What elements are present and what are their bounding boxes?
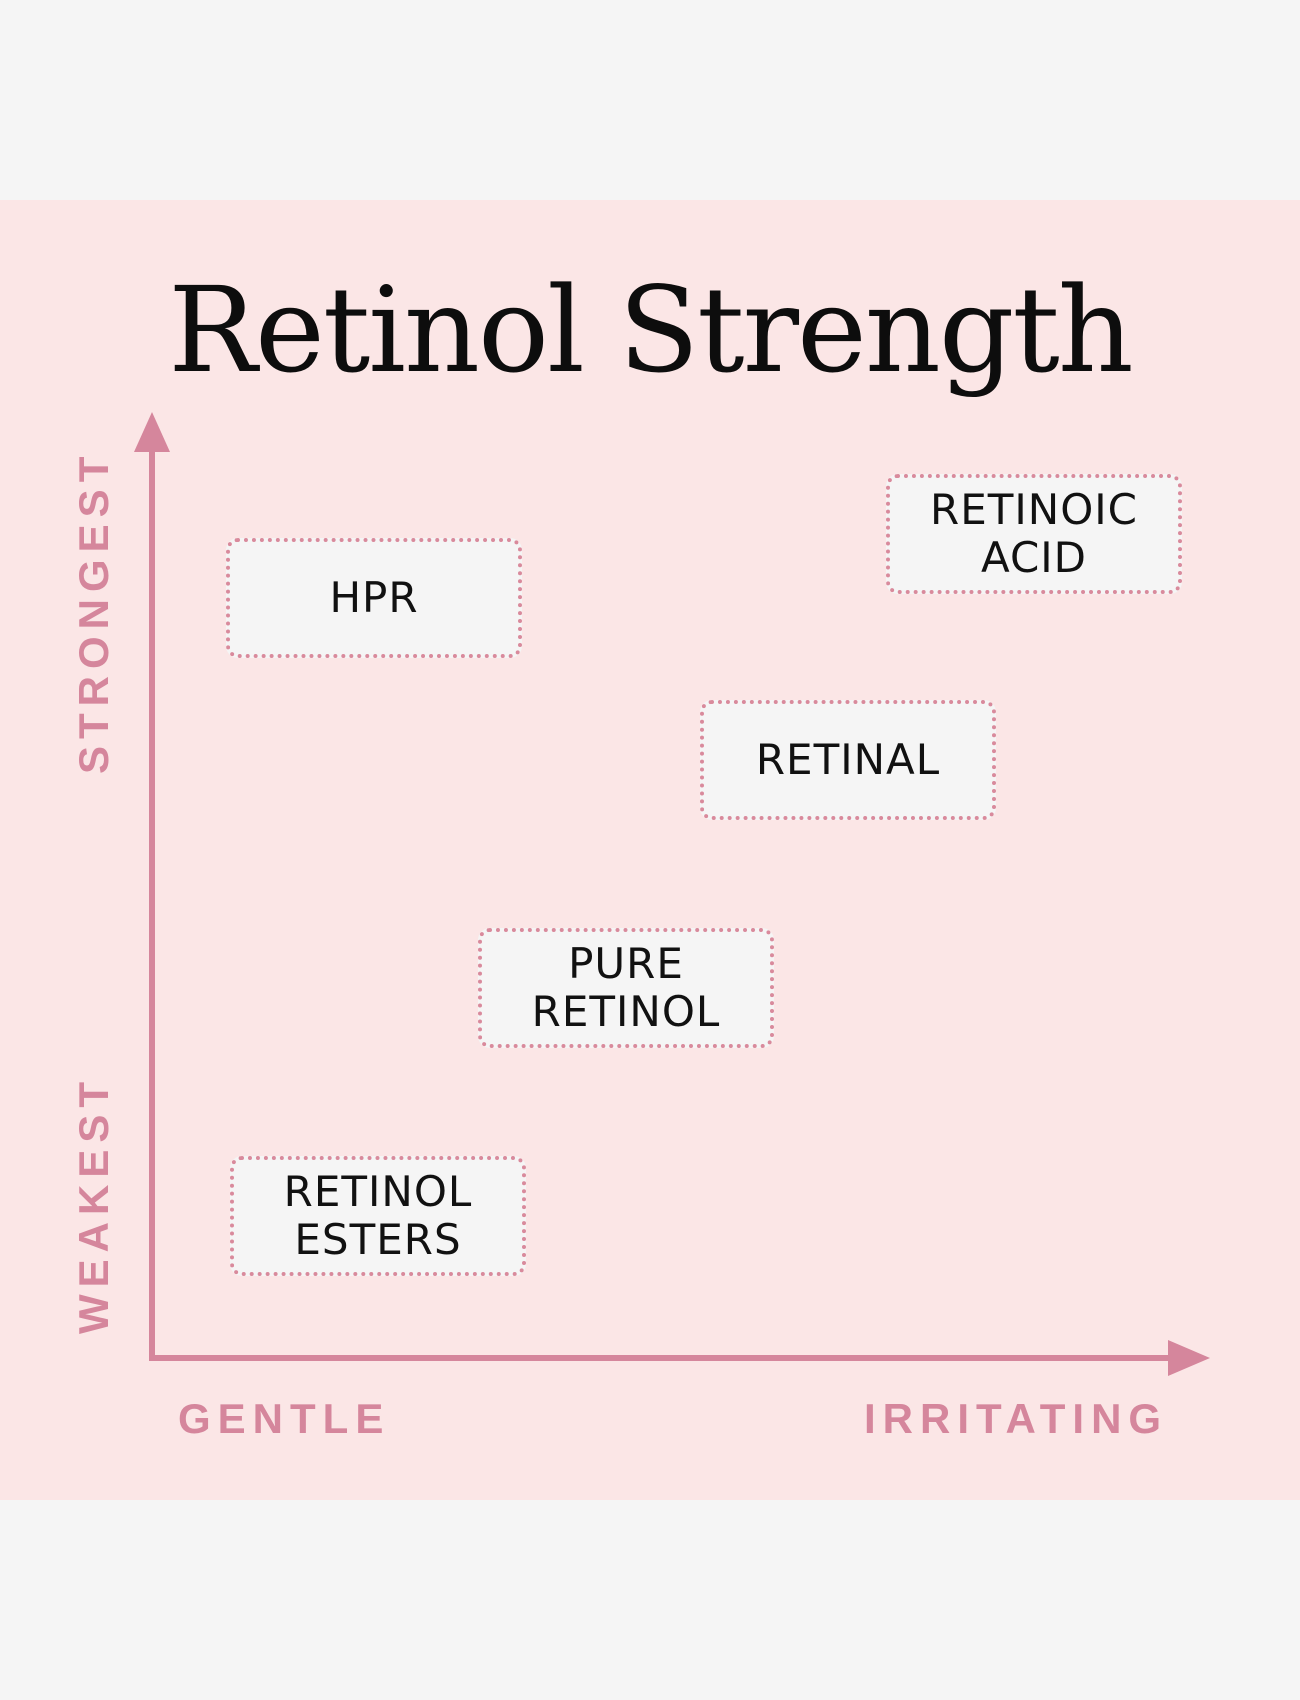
x-axis-arrowhead xyxy=(1168,1340,1210,1376)
y-axis-label-strongest: STRONGEST xyxy=(70,449,117,774)
axes xyxy=(134,412,1210,1376)
y-axis-arrowhead xyxy=(134,412,170,452)
y-axis-label-weakest: WEAKEST xyxy=(70,1075,117,1334)
item-box-pure-retinol: PURE RETINOL xyxy=(478,928,774,1048)
item-box-retinol-esters: RETINOL ESTERS xyxy=(230,1156,526,1276)
x-axis-label-irritating: IRRITATING xyxy=(864,1395,1169,1442)
x-axis-label-gentle: GENTLE xyxy=(178,1395,391,1442)
diagram-panel: Retinol Strength STRONGEST WEAKEST GENTL… xyxy=(0,200,1300,1500)
item-box-retinal: RETINAL xyxy=(700,700,996,820)
item-box-hpr: HPR xyxy=(226,538,522,658)
item-box-retinoic-acid: RETINOIC ACID xyxy=(886,474,1182,594)
diagram-title: Retinol Strength xyxy=(168,261,1134,399)
